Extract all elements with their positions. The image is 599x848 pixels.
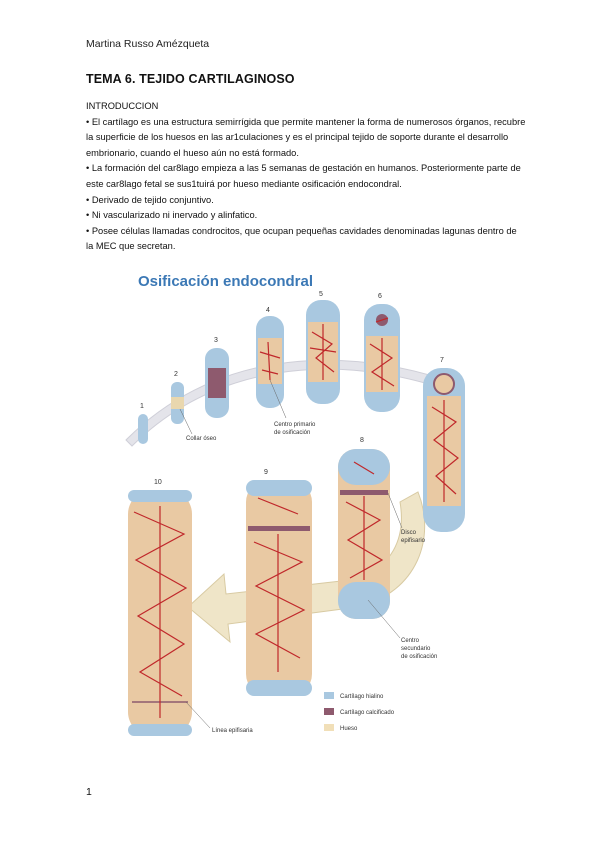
legend-label-bone: Hueso [340,726,358,732]
section-heading: INTRODUCCION [86,101,159,111]
paragraph-3: • Derivado de tejido conjuntivo. [86,194,214,205]
stage-number-9: 9 [264,469,268,476]
stage-8-epiphysis-bottom [338,582,390,619]
stage-8-vessels [345,461,384,580]
stage-9-cartilage-bottom [246,680,312,696]
legend-label-hyaline: Cartílago hialino [340,694,384,700]
label-collar: Collar óseo [186,436,217,442]
label-disco-2: epifisario [401,538,426,544]
stage-9-vessels [253,497,306,672]
stage-number-8: 8 [360,437,364,444]
stage-1-cartilage [138,414,148,444]
stage-7-vessels [431,400,459,502]
stage-4-vessels [259,341,281,381]
label-disco-1: Disco [401,530,417,536]
label-centro-primario-2: de osificación [274,430,310,436]
page-header-author: Martina Russo Amézqueta [86,38,210,50]
ossification-figure: Osificación endocondral [118,262,513,750]
stage-number-2: 2 [174,371,178,378]
stage-9-bone [246,480,312,696]
disco-leader [387,492,403,529]
document-title: TEMA 6. TEJIDO CARTILAGINOSO [86,72,295,86]
stage-9-cartilage-top [246,480,312,496]
stage-8-epiphysis-top [338,449,390,485]
stage-6-vessels [369,317,395,390]
stage-8-growth-plate [340,490,388,495]
label-centro-secundario-1: Centro [401,638,420,644]
stage-number-3: 3 [214,337,218,344]
label-centro-primario-1: Centro primario [274,422,316,428]
legend-label-calcified: Cartílago calcificado [340,710,395,716]
label-centro-secundario-2: secundario [401,646,431,652]
document-body: INTRODUCCION • El cartílago es una estru… [86,99,526,255]
stage-3-calcified [208,368,226,398]
ossification-diagram: Osificación endocondral [125,273,465,736]
centro-secundario-leader [367,599,401,639]
page-number: 1 [86,786,92,798]
stage-number-10: 10 [154,479,162,486]
label-linea-epifisaria: Línea epifisaria [212,728,253,734]
legend-swatch-hyaline [324,692,334,699]
legend-swatch-calcified [324,708,334,715]
stage-number-5: 5 [319,291,323,298]
paragraph-2: • La formación del car8lago empieza a la… [86,163,521,189]
paragraph-1: • El cartílago es una estructura semirrí… [86,116,526,158]
stage-10-cartilage-top [128,490,192,502]
linea-epifisaria-leader [185,701,211,729]
stage-number-4: 4 [266,307,270,314]
label-centro-secundario-3: de osificación [401,654,437,660]
stage-2-collar [171,397,184,409]
stage-10-vessels [133,506,188,718]
figure-title: Osificación endocondral [138,273,313,290]
stage-10-cartilage-bottom [128,724,192,736]
paragraph-5: • Posee células llamadas condrocitos, qu… [86,225,517,252]
stage-5-vessels [309,324,337,380]
stage-9-growth-plate [248,526,310,531]
paragraph-4: • Ni vascularizado ni inervado y alinfat… [86,210,258,221]
collar-leader [179,408,193,435]
stage-7-secondary-center [433,373,455,395]
stage-number-6: 6 [378,293,382,300]
legend-swatch-bone [324,724,334,731]
centro-primario-leader [269,379,287,419]
stage-number-7: 7 [440,357,444,364]
stage-number-1: 1 [140,403,144,410]
